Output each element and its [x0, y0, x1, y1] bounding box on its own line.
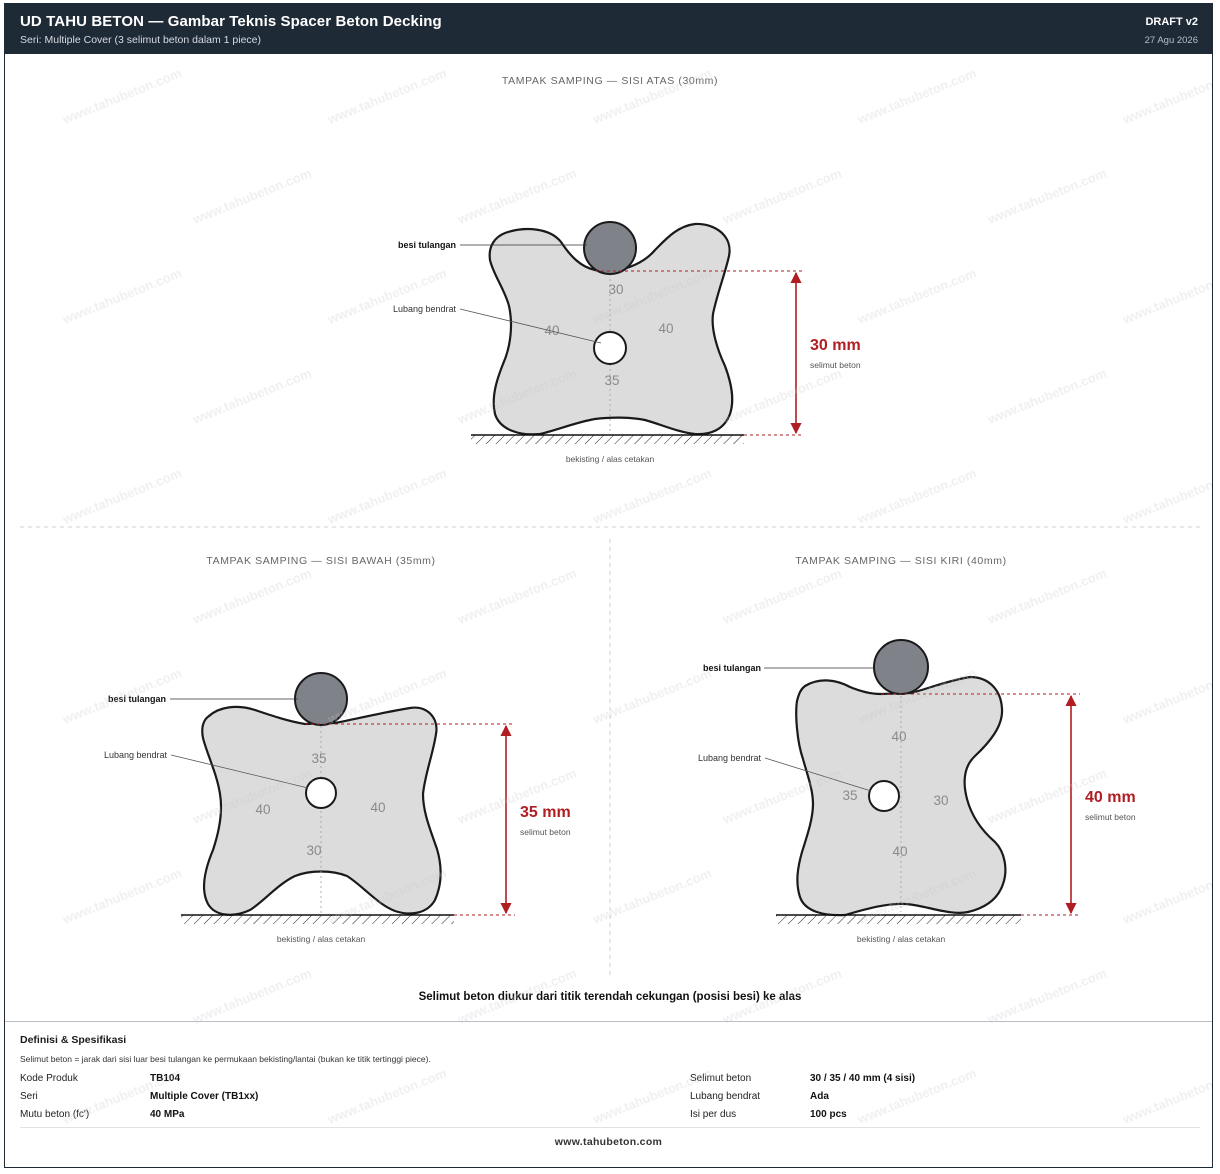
hole-label: Lubang bendrat [104, 750, 168, 760]
definition-text: Selimut beton = jarak dari sisi luar bes… [20, 1054, 431, 1064]
view-left-title: TAMPAK SAMPING — SISI KIRI (40mm) [795, 555, 1006, 567]
dimension-value: 40 mm [1085, 789, 1136, 806]
side-label-right: 40 [658, 321, 673, 336]
side-label-top: 40 [891, 729, 906, 744]
wire-hole [868, 780, 900, 812]
drawing-date: 27 Agu 2026 [1144, 35, 1198, 46]
spacer-body [488, 222, 734, 436]
view-bottom: TAMPAK SAMPING — SISI BAWAH (35mm) 35 40… [104, 555, 571, 944]
side-label-right: 40 [370, 800, 385, 815]
title-bar: UD TAHU BETON — Gambar Teknis Spacer Bet… [5, 4, 1212, 54]
wire-hole [305, 777, 337, 809]
ground-hatch [471, 435, 744, 444]
spec-key-product-code: Kode Produk [20, 1073, 78, 1084]
rebar-label: besi tulangan [108, 694, 166, 704]
rebar-circle [294, 672, 348, 726]
hole-leader [459, 308, 602, 344]
dimension-caption: selimut beton [810, 360, 861, 370]
side-label-left: 40 [544, 323, 559, 338]
rebar-label: besi tulangan [398, 240, 456, 250]
side-label-bottom: 35 [604, 373, 619, 388]
rebar-label: besi tulangan [703, 663, 761, 673]
side-label-top: 35 [311, 751, 326, 766]
rebar-circle [583, 221, 637, 275]
view-top-title: TAMPAK SAMPING — SISI ATAS (30mm) [502, 75, 718, 87]
side-label-left: 40 [255, 802, 270, 817]
spec-footer: Definisi & Spesifikasi Selimut beton = j… [5, 1021, 1212, 1167]
ground-hatch [776, 915, 1021, 924]
hole-leader [764, 757, 872, 792]
spec-key-series: Seri [20, 1091, 38, 1102]
spec-value-concrete-grade: 40 MPa [150, 1109, 185, 1120]
page-title: UD TAHU BETON — Gambar Teknis Spacer Bet… [20, 13, 442, 30]
dimension-value: 35 mm [520, 804, 571, 821]
ground-label: bekisting / alas cetakan [857, 934, 946, 944]
view-bottom-title: TAMPAK SAMPING — SISI BAWAH (35mm) [206, 555, 435, 567]
spec-value-wire-hole: Ada [810, 1091, 829, 1102]
spec-value-cover: 30 / 35 / 40 mm (4 sisi) [810, 1073, 916, 1084]
side-label-right: 30 [933, 793, 948, 808]
spec-value-series: Multiple Cover (TB1xx) [150, 1091, 259, 1102]
ground-label: bekisting / alas cetakan [566, 454, 655, 464]
hole-label: Lubang bendrat [393, 304, 457, 314]
view-left: TAMPAK SAMPING — SISI KIRI (40mm) 40 35 … [698, 555, 1136, 944]
dimension-value: 30 mm [810, 337, 861, 354]
hole-label: Lubang bendrat [698, 753, 762, 763]
side-label-top: 30 [608, 282, 623, 297]
ground-hatch [181, 915, 454, 924]
measurement-note: Selimut beton diukur dari titik terendah… [419, 991, 802, 1003]
website-link[interactable]: www.tahubeton.com [554, 1136, 663, 1148]
spec-key-concrete-grade: Mutu beton (fc') [20, 1109, 90, 1120]
technical-drawing: TAMPAK SAMPING — SISI ATAS (30mm) 30 40 … [20, 75, 1200, 1003]
rebar-circle [873, 639, 929, 695]
drawing-sheet: UD TAHU BETON — Gambar Teknis Spacer Bet… [4, 3, 1213, 1168]
dimension-caption: selimut beton [1085, 812, 1136, 822]
spec-key-wire-hole: Lubang bendrat [690, 1091, 761, 1102]
spacer-body [201, 705, 442, 916]
view-top: TAMPAK SAMPING — SISI ATAS (30mm) 30 40 … [393, 75, 861, 464]
side-label-bottom: 30 [306, 843, 321, 858]
side-label-bottom: 40 [892, 844, 907, 859]
spec-value-product-code: TB104 [150, 1073, 181, 1084]
page-subtitle: Seri: Multiple Cover (3 selimut beton da… [20, 34, 262, 46]
dimension-caption: selimut beton [520, 827, 571, 837]
ground-label: bekisting / alas cetakan [277, 934, 366, 944]
side-label-left: 35 [842, 788, 857, 803]
spec-key-box-qty: Isi per dus [690, 1109, 737, 1120]
spec-value-box-qty: 100 pcs [810, 1109, 847, 1120]
footer-divider [20, 1127, 1200, 1128]
hole-leader [170, 754, 309, 789]
draft-badge: DRAFT v2 [1145, 16, 1198, 28]
spec-key-cover: Selimut beton [690, 1073, 752, 1084]
footer-title: Definisi & Spesifikasi [20, 1034, 127, 1046]
wire-hole [593, 331, 627, 365]
